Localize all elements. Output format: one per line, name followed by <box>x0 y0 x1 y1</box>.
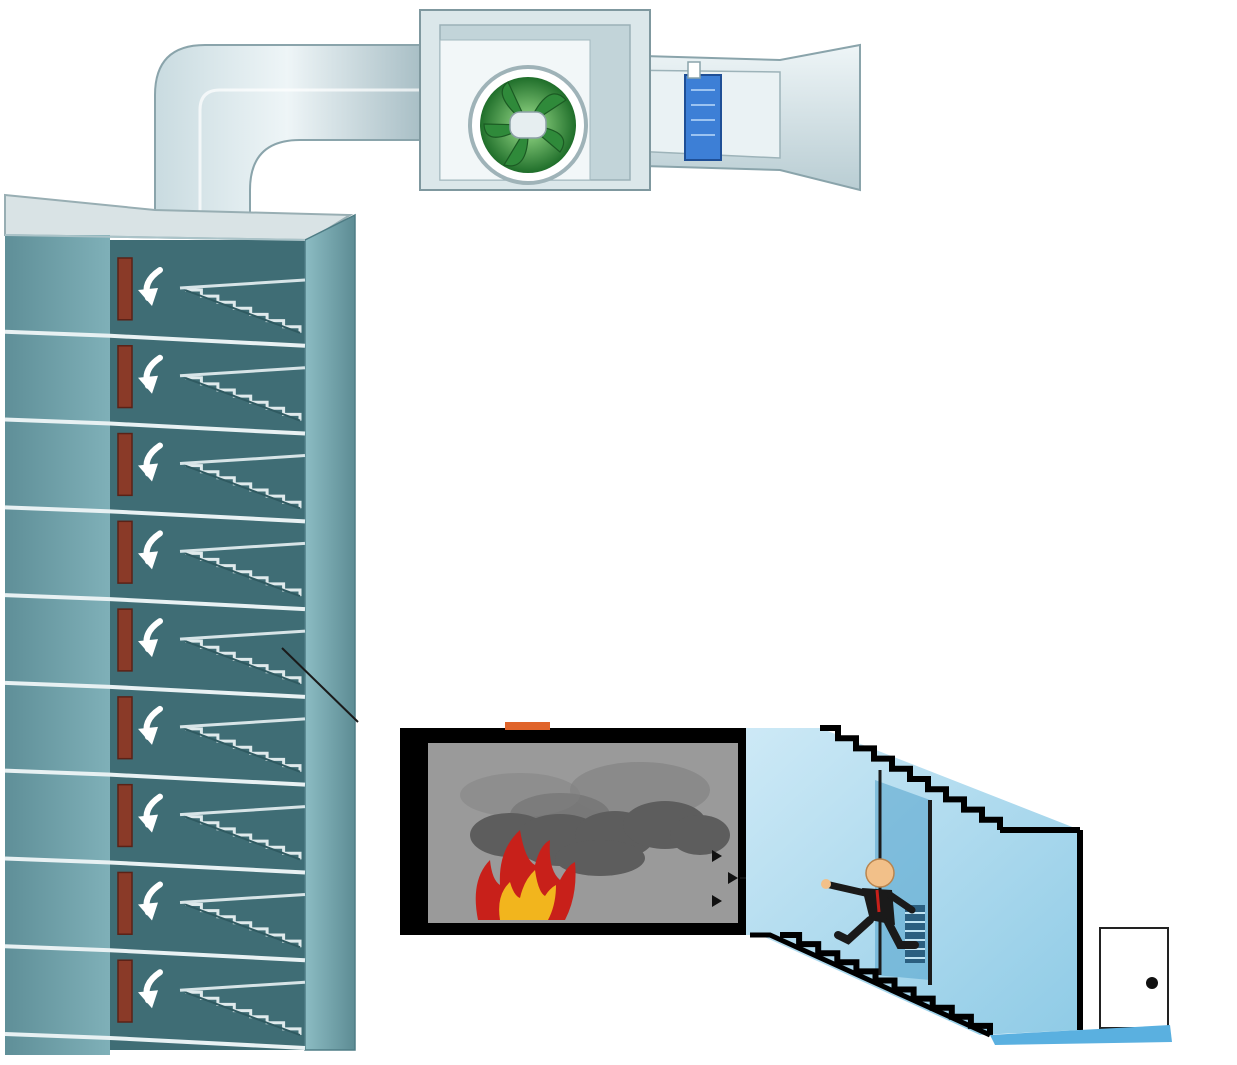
stair-landing <box>179 278 306 290</box>
curved-arrow-head <box>138 814 158 833</box>
floor-door <box>117 345 133 409</box>
floor-slab <box>4 505 306 524</box>
floor-door <box>117 608 133 672</box>
stair-flight <box>184 902 302 948</box>
exit-door <box>990 927 1172 1045</box>
floor-door <box>117 696 133 760</box>
floor-slab <box>4 768 306 787</box>
floor-door <box>117 432 133 497</box>
stair-landing <box>179 541 306 553</box>
stair-flight <box>184 639 302 684</box>
floor-slab <box>4 329 306 348</box>
damper-icon <box>684 74 722 161</box>
stairwell-shaft <box>4 193 356 1055</box>
smoke-cloud-icon <box>460 762 730 876</box>
stair-stringer <box>184 289 301 334</box>
air-intake-damper <box>684 61 722 161</box>
stair-landing <box>179 980 306 992</box>
stair-stringer <box>184 815 301 861</box>
fire-icon <box>475 830 576 920</box>
floor-slab <box>4 680 306 699</box>
stair-stringer <box>184 552 301 598</box>
detail-leader-line <box>281 647 359 723</box>
pressurization-fan <box>419 9 651 191</box>
floor-door <box>117 257 133 321</box>
stair-landing <box>179 717 306 729</box>
floor-door <box>117 959 133 1023</box>
stair-steps-lower <box>780 932 993 1035</box>
floor-slab <box>4 856 306 875</box>
floor-slab <box>4 417 306 436</box>
stair-landing <box>179 629 306 641</box>
stair-landing <box>179 892 306 904</box>
stair-flight <box>184 990 302 1035</box>
stair-stringer <box>184 640 301 685</box>
curved-arrow-head <box>138 288 158 306</box>
floor-door <box>117 871 133 935</box>
floor-slab <box>4 1032 306 1050</box>
stair-flight <box>185 288 302 333</box>
stair-stringer <box>184 991 301 1036</box>
curved-arrow-head <box>138 726 158 745</box>
stair-stringer <box>184 903 301 949</box>
curved-arrow-head <box>138 463 158 482</box>
stair-flight <box>184 815 302 860</box>
stair-stringer <box>184 727 301 773</box>
curved-arrow-head <box>138 551 158 570</box>
stair-stringer <box>184 376 301 422</box>
floor-door <box>117 520 133 584</box>
curved-arrow-head <box>138 990 158 1009</box>
stair-flight <box>184 464 302 509</box>
floor-door <box>117 783 133 848</box>
floor-slab <box>4 593 306 612</box>
stair-flight <box>184 551 302 597</box>
door-icon <box>1099 927 1169 1029</box>
stair-landing <box>179 366 306 378</box>
stair-landing <box>179 805 306 817</box>
stair-flight <box>184 376 302 421</box>
curved-arrow-head <box>138 375 158 394</box>
shaft-floors <box>4 257 306 1050</box>
curved-arrow-head <box>138 639 158 658</box>
building-icon <box>5 235 110 1055</box>
stair-flight <box>184 727 302 772</box>
stair-stringer <box>184 464 301 510</box>
running-person-icon <box>821 858 919 949</box>
floor-slab <box>4 944 306 963</box>
detail-section <box>400 722 1172 1045</box>
stair-steps-upper <box>820 725 1003 830</box>
stair-vent-grille <box>905 905 925 963</box>
stair-landing <box>179 454 306 466</box>
curved-arrow-head <box>138 902 158 921</box>
